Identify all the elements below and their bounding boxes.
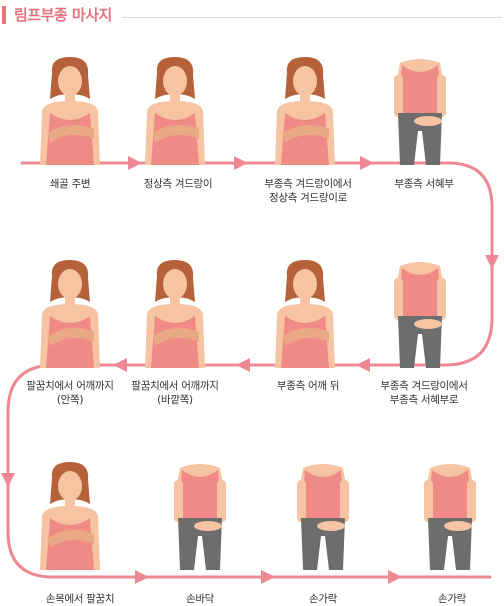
section-header: 림프부종 마사지: [2, 4, 502, 24]
massage-figure-9: [40, 462, 100, 570]
massage-figure-2: [145, 57, 205, 165]
title-accent-bar: [2, 6, 6, 24]
step-caption-line1: 손바닥: [185, 593, 215, 605]
flow-arrowhead: [135, 570, 149, 584]
step-caption-8: 팔꿈치에서 어깨까지 (안쪽): [11, 379, 129, 407]
flow-arrowhead: [360, 156, 374, 170]
step-caption-line1: 정상측 겨드랑이: [143, 178, 213, 190]
step-caption-line1: 손목에서 팔꿈치: [45, 593, 115, 605]
step-caption-11: 손가락: [264, 592, 382, 606]
flow-arrowhead: [113, 358, 127, 372]
step-caption-line2: 정상측 겨드랑이로: [269, 192, 347, 204]
flow-arrowhead: [128, 156, 142, 170]
massage-figure-8: [40, 260, 100, 368]
step-caption-line1: 팔꿈치에서 어깨까지: [131, 380, 219, 392]
flow-arrowhead: [236, 358, 250, 372]
massage-figure-7: [145, 260, 205, 368]
flow-arrowhead: [1, 473, 15, 487]
flow-arrowhead: [261, 570, 275, 584]
step-caption-1: 쇄골 주변: [11, 177, 129, 191]
step-caption-12: 손가락: [393, 592, 504, 606]
step-caption-line1: 부종측 서혜부: [394, 178, 454, 190]
massage-figure-3: [275, 57, 335, 165]
title-divider: [122, 17, 502, 18]
massage-figure-12: [424, 464, 476, 570]
massage-figure-1: [40, 57, 100, 165]
step-caption-9: 손목에서 팔꿈치: [21, 592, 139, 606]
step-caption-line1: 부종측 겨드랑이에서: [264, 178, 352, 190]
flow-arrowhead: [388, 570, 402, 584]
massage-figure-6: [275, 260, 335, 368]
step-caption-2: 정상측 겨드랑이: [119, 177, 237, 191]
step-caption-7: 팔꿈치에서 어깨까지 (바깥쪽): [116, 379, 234, 407]
step-caption-line1: 쇄골 주변: [49, 178, 91, 190]
step-caption-line1: 손가락: [437, 593, 467, 605]
step-caption-line1: 손가락: [308, 593, 338, 605]
massage-figure-4: [394, 59, 446, 165]
step-caption-line2: 부종측 서혜부로: [389, 394, 459, 406]
flow-arrowhead: [356, 358, 370, 372]
page-title: 림프부종 마사지: [14, 6, 112, 24]
massage-figure-5: [394, 262, 446, 368]
step-caption-line2: (바깥쪽): [157, 394, 193, 406]
step-caption-line1: 부종측 어깨 뒤: [276, 380, 340, 392]
step-caption-line1: 팔꿈치에서 어깨까지: [26, 380, 114, 392]
massage-figure-11: [297, 464, 349, 570]
flow-arrowhead: [485, 255, 499, 269]
flow-arrowhead: [234, 156, 248, 170]
step-caption-4: 부종측 서혜부: [365, 177, 483, 191]
step-caption-line1: 부종측 겨드랑이에서: [380, 380, 468, 392]
step-caption-6: 부종측 어깨 뒤: [249, 379, 367, 393]
step-caption-10: 손바닥: [141, 592, 259, 606]
step-caption-line2: (안쪽): [56, 394, 84, 406]
massage-figure-10: [174, 464, 226, 570]
